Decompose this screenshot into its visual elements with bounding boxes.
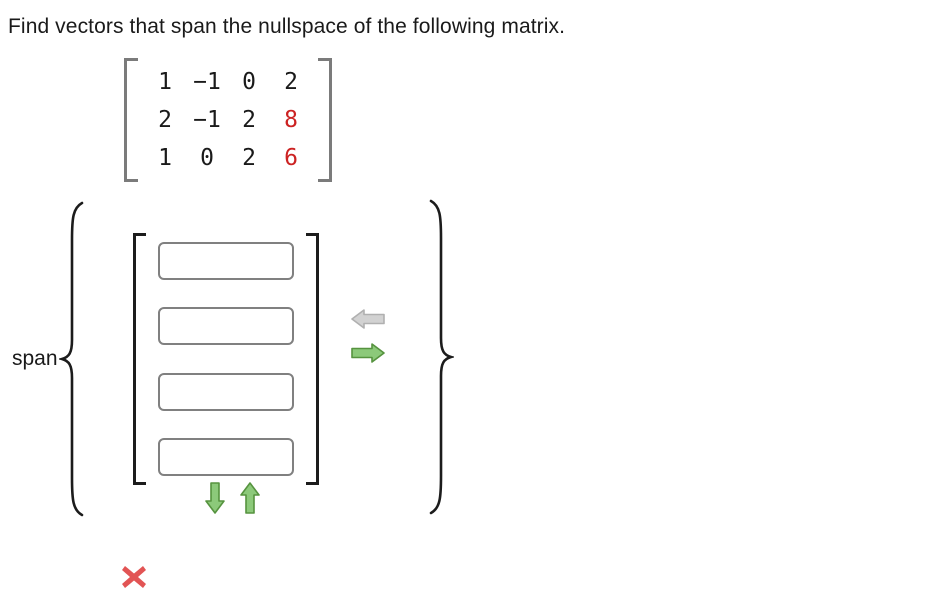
arrow-left-icon[interactable] xyxy=(350,308,386,330)
span-answer-area: span xyxy=(12,198,319,520)
matrix-row: 2 −1 2 8 xyxy=(144,101,312,139)
matrix-cell: −1 xyxy=(193,69,221,95)
matrix-cell-highlighted: 8 xyxy=(284,107,298,133)
vector-bracket-right xyxy=(305,233,319,485)
span-label: span xyxy=(12,347,58,370)
matrix-cell: 2 xyxy=(284,69,298,95)
matrix-cell: 1 xyxy=(158,69,172,95)
vector-entry-list xyxy=(146,233,306,485)
arrow-down-icon[interactable] xyxy=(204,481,226,515)
matrix-bracket-right xyxy=(318,58,332,182)
matrix-cell: 2 xyxy=(158,107,172,133)
status-badge-incorrect xyxy=(118,560,150,592)
row-controls xyxy=(204,481,261,515)
x-mark-icon xyxy=(122,566,146,588)
arrow-up-icon[interactable] xyxy=(239,481,261,515)
coefficient-matrix: 1 −1 0 2 2 −1 2 8 1 0 2 6 xyxy=(124,58,332,182)
matrix-cell: −1 xyxy=(193,107,221,133)
matrix-cell: 0 xyxy=(200,145,214,171)
matrix-bracket-left xyxy=(124,58,138,182)
matrix-cell: 2 xyxy=(242,145,256,171)
arrow-right-icon[interactable] xyxy=(350,342,386,364)
vector-bracket-left xyxy=(132,233,146,485)
matrix-row: 1 −1 0 2 xyxy=(144,63,312,101)
matrix-cell-highlighted: 6 xyxy=(284,145,298,171)
matrix-cell: 1 xyxy=(158,145,172,171)
answer-vector xyxy=(132,233,319,485)
matrix-cell: 0 xyxy=(242,69,256,95)
vector-entry-input-4[interactable] xyxy=(157,437,294,476)
page-title: Find vectors that span the nullspace of … xyxy=(8,15,566,38)
span-brace-left-icon xyxy=(58,200,85,518)
vector-entry-input-3[interactable] xyxy=(157,372,294,411)
matrix-grid: 1 −1 0 2 2 −1 2 8 1 0 2 6 xyxy=(138,58,318,182)
vector-entry-input-2[interactable] xyxy=(157,307,294,346)
matrix-cell: 2 xyxy=(242,107,256,133)
vector-pager xyxy=(350,308,386,364)
vector-entry-input-1[interactable] xyxy=(157,242,294,280)
matrix-row: 1 0 2 6 xyxy=(144,139,312,177)
span-brace-right-icon xyxy=(428,198,456,521)
